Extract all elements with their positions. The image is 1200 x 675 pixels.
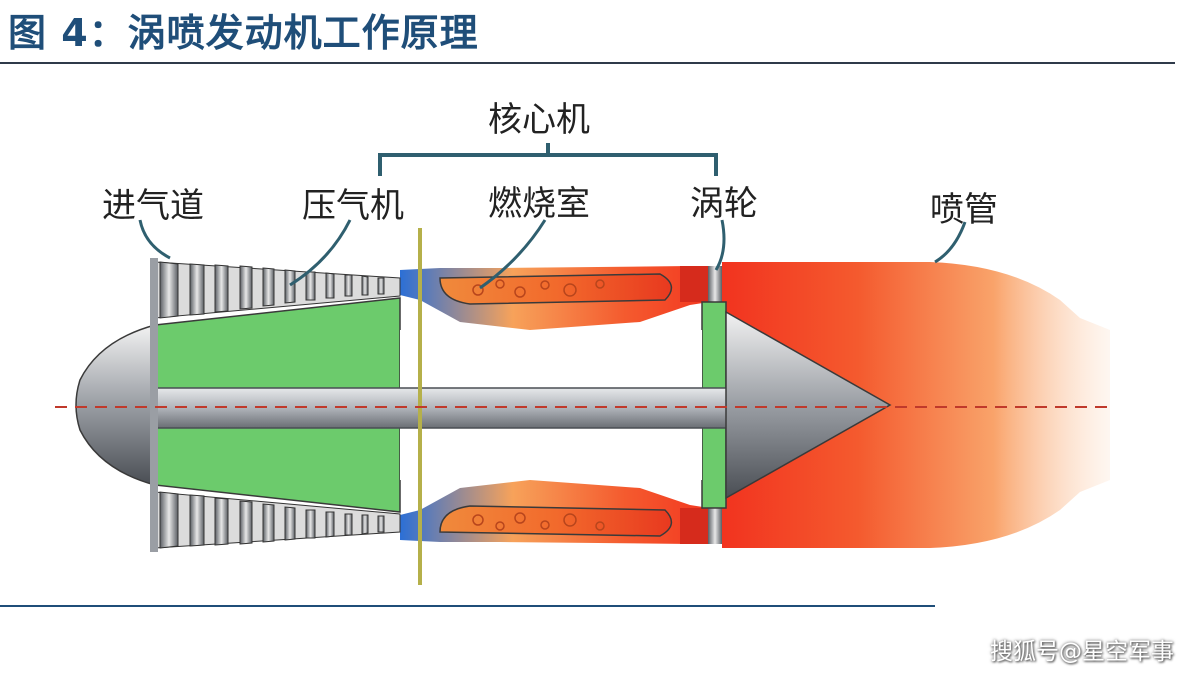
flame-tube-lower <box>439 505 673 537</box>
watermark: 搜狐号@星空军事 <box>990 639 1174 665</box>
label-nozzle: 喷管 <box>930 190 998 230</box>
core-bracket <box>378 143 718 176</box>
label-inlet: 进气道 <box>102 186 204 226</box>
intake-spinner <box>75 324 156 486</box>
turbine-casing-lower <box>680 508 710 544</box>
top-divider <box>0 62 1175 64</box>
bottom-divider <box>0 605 935 607</box>
intake-lip <box>150 258 158 552</box>
leader-lines <box>138 219 967 290</box>
turbine-casing-upper <box>680 266 710 302</box>
compressor-blades-lower <box>154 491 401 549</box>
tail-cone <box>725 310 892 500</box>
flame-tube-upper <box>439 273 673 305</box>
label-core: 核心机 <box>488 100 590 140</box>
exhaust-plume <box>722 262 1110 548</box>
fuel-droplets <box>472 279 605 531</box>
figure-title: 图 4：涡喷发动机工作原理 <box>8 11 479 55</box>
compressor-blades-upper <box>154 261 401 319</box>
turbine-blade-upper <box>708 266 722 302</box>
label-combustor: 燃烧室 <box>488 184 590 224</box>
turbine-blade-lower <box>708 508 722 544</box>
label-compressor: 压气机 <box>302 186 404 226</box>
label-turbine: 涡轮 <box>690 184 758 224</box>
